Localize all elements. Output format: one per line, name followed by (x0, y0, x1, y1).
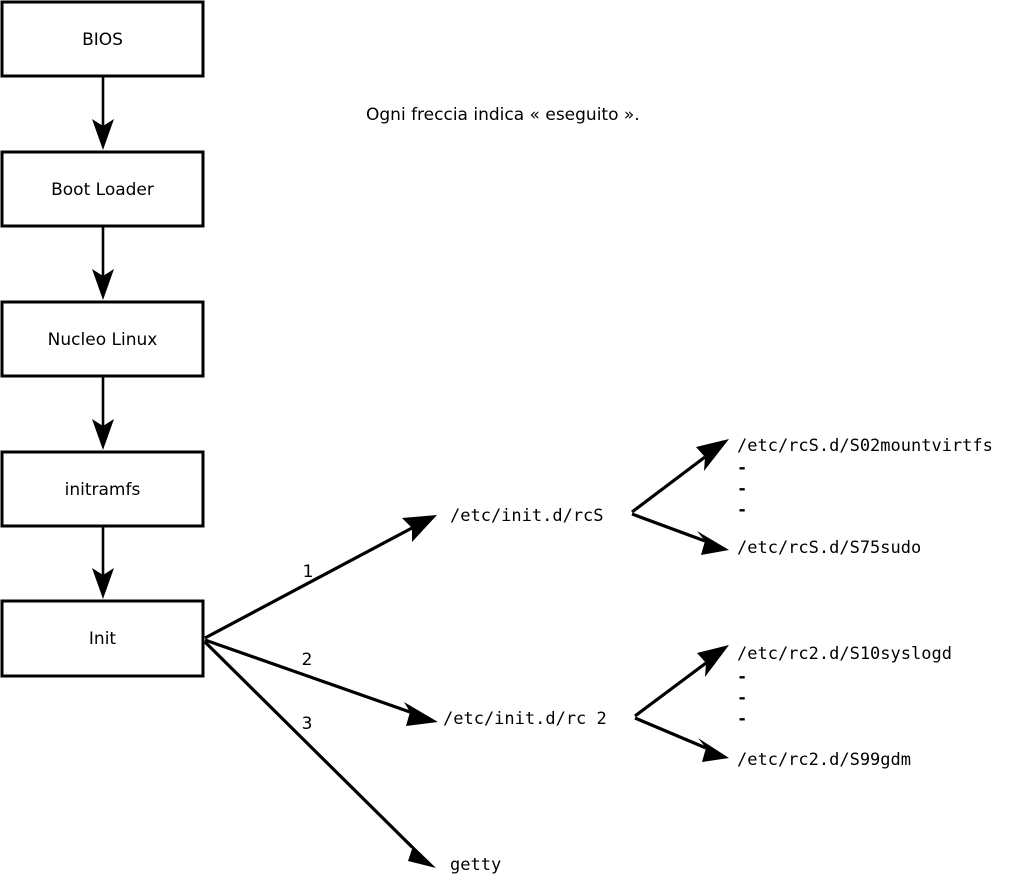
rc2-ellipsis-dot-1: - (737, 667, 747, 687)
rcs-ellipsis-dot-2: - (737, 479, 747, 499)
label-getty: getty (450, 855, 501, 875)
node-initramfs-rect (0, 450, 205, 528)
rcs-ellipsis-dot-3: - (737, 500, 747, 520)
edge-label-3: 3 (302, 714, 313, 734)
node-boot-loader-label: Boot Loader (51, 180, 154, 200)
node-bios-label: BIOS (82, 30, 123, 50)
rcs-ellipsis-dot-1: - (737, 458, 747, 478)
edge-label-2: 2 (302, 650, 313, 670)
arrow-init-to-rcs (204, 515, 437, 640)
arrow-rc2-to-last (634, 716, 729, 762)
label-init-d-rc2: /etc/init.d/rc 2 (443, 709, 607, 729)
diagram-caption: Ogni freccia indica « eseguito ». (366, 105, 640, 125)
arrow-bios-to-bootloader (92, 77, 114, 150)
node-nucleo-linux-label: Nucleo Linux (48, 330, 158, 350)
label-rc2-d-s10syslogd: /etc/rc2.d/S10syslogd (737, 644, 952, 664)
arrow-bootloader-to-kernel (92, 227, 114, 300)
arrow-init-to-getty (203, 640, 436, 868)
label-rcs-d-s75sudo: /etc/rcS.d/S75sudo (737, 538, 921, 558)
node-nucleo-linux-rect (0, 300, 205, 378)
node-initramfs[interactable]: initramfs (0, 450, 205, 528)
label-init-d-rcs: /etc/init.d/rcS (450, 506, 604, 526)
node-init-label: Init (89, 629, 117, 649)
arrow-init-to-rc2 (204, 638, 438, 726)
label-rc2-d-s99gdm: /etc/rc2.d/S99gdm (737, 750, 911, 770)
arrow-rcs-to-last (631, 512, 729, 555)
node-boot-loader[interactable]: Boot Loader (0, 150, 205, 228)
node-bios[interactable]: BIOS (0, 0, 205, 78)
arrow-rc2-to-first (634, 645, 729, 718)
node-bios-rect (0, 0, 205, 78)
arrow-rcs-to-first (631, 439, 729, 514)
node-init[interactable]: Init (0, 599, 205, 678)
node-initramfs-label: initramfs (65, 480, 141, 500)
node-init-rect (0, 599, 205, 678)
arrow-kernel-to-initramfs (92, 377, 114, 450)
node-boot-loader-rect (0, 150, 205, 228)
rc2-ellipsis-dot-2: - (737, 688, 747, 708)
label-rcs-d-s02mountvirtfs: /etc/rcS.d/S02mountvirtfs (737, 436, 993, 456)
arrow-initramfs-to-init (92, 527, 114, 599)
edge-label-1: 1 (303, 562, 314, 582)
rc2-ellipsis-dot-3: - (737, 709, 747, 729)
node-nucleo-linux[interactable]: Nucleo Linux (0, 300, 205, 378)
